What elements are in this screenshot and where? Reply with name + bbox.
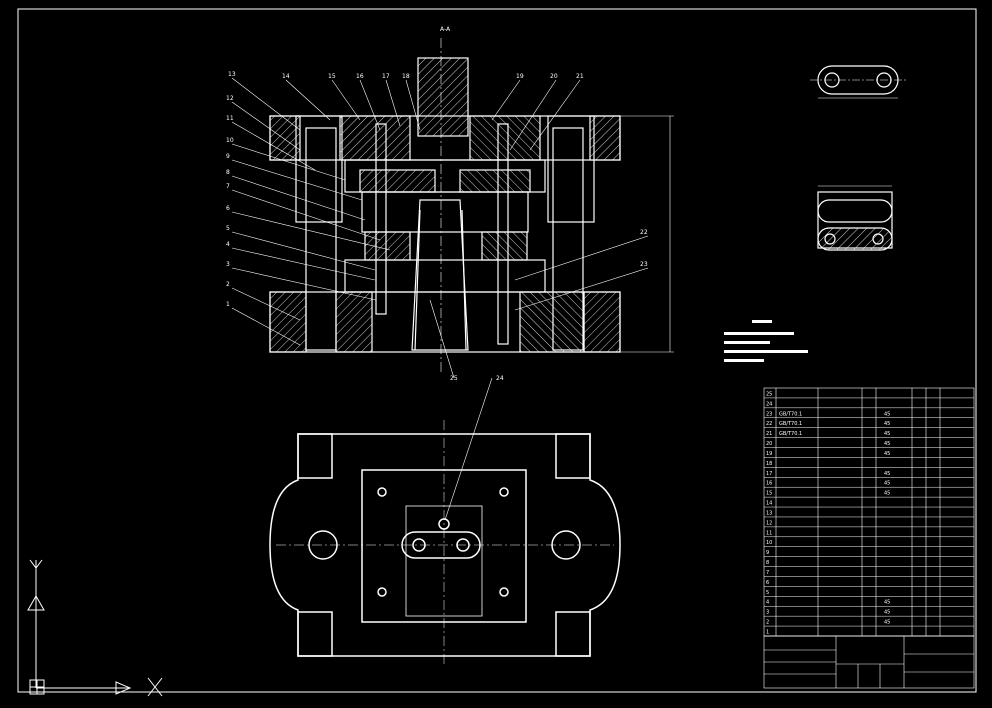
bom-cell-no: 9	[766, 550, 769, 556]
part-11: 11	[226, 115, 234, 122]
bom-cell-mat: 45	[884, 481, 890, 487]
part-25: 25	[450, 375, 458, 382]
part-22: 22	[640, 229, 648, 236]
part-18: 18	[402, 73, 410, 80]
part-23: 23	[640, 261, 648, 268]
part-7: 7	[226, 183, 230, 190]
bom-cell-mat: 45	[884, 411, 890, 417]
bom-cell-std: GB/T70.1	[779, 431, 802, 437]
bom-cell-no: 13	[766, 510, 772, 516]
title-block	[763, 635, 975, 689]
bom-cell-no: 5	[766, 590, 769, 596]
bom-cell-no: 16	[766, 481, 772, 487]
bom-cell-mat: 45	[884, 471, 890, 477]
part-2: 2	[226, 281, 230, 288]
bom-cell-no: 22	[766, 421, 772, 427]
bom-cell-no: 23	[766, 411, 772, 417]
part-17: 17	[382, 73, 390, 80]
part-24: 24	[496, 375, 504, 382]
bom-cell-no: 2	[766, 620, 769, 626]
bom-cell-std: GB/T70.1	[779, 411, 802, 417]
part-14: 14	[282, 73, 290, 80]
bom-cell-mat: 45	[884, 441, 890, 447]
bom-cell-mat: 45	[884, 421, 890, 427]
part-number-labels: 13 14 15 16 17 18 19 20 21 12 11 10 9 8 …	[226, 71, 648, 382]
bom-cell-mat: 45	[884, 491, 890, 497]
bom-cell-no: 17	[766, 471, 772, 477]
part-21: 21	[576, 73, 584, 80]
part-9: 9	[226, 153, 230, 160]
bom-cell-mat: 45	[884, 610, 890, 616]
part-4: 4	[226, 241, 230, 248]
part-8: 8	[226, 169, 230, 176]
part-20: 20	[550, 73, 558, 80]
bom-cell-no: 10	[766, 540, 772, 546]
section-label: A-A	[440, 26, 451, 33]
bom-cell-no: 25	[766, 391, 772, 397]
bom-cell-no: 14	[766, 501, 772, 507]
bom-cell-mat: 45	[884, 431, 890, 437]
bom-cell-std: GB/T70.1	[779, 421, 802, 427]
bom-cell-no: 8	[766, 560, 769, 566]
bom-cell-mat: 45	[884, 451, 890, 457]
part-15: 15	[328, 73, 336, 80]
part-16: 16	[356, 73, 364, 80]
bom-cell-no: 4	[766, 600, 769, 606]
bom-cell-no: 20	[766, 441, 772, 447]
ucs-origin-box[interactable]	[29, 679, 45, 695]
drawing-border	[17, 8, 977, 693]
bom-cell-mat: 45	[884, 600, 890, 606]
technical-notes	[724, 320, 808, 362]
bom-cell-no: 18	[766, 461, 772, 467]
part-6: 6	[226, 205, 230, 212]
part-13: 13	[228, 71, 236, 78]
bom-cell-mat: 45	[884, 620, 890, 626]
part-1: 1	[226, 301, 230, 308]
bom-cell-no: 3	[766, 610, 769, 616]
strip-detail	[817, 185, 893, 251]
bom-cell-no: 15	[766, 491, 772, 497]
bom-cell-no: 19	[766, 451, 772, 457]
bom-cell-no: 12	[766, 520, 772, 526]
part-detail-small	[810, 65, 906, 99]
bom-cell-no: 6	[766, 580, 769, 586]
bom-cell-no: 7	[766, 570, 769, 576]
ucs-icon	[27, 559, 163, 697]
part-leaders	[231, 77, 649, 521]
part-19: 19	[516, 73, 524, 80]
bom-cell-no: 11	[766, 530, 772, 536]
bom-cell-no: 1	[766, 630, 769, 636]
part-12: 12	[226, 95, 234, 102]
bom-table	[763, 387, 975, 637]
part-10: 10	[226, 137, 234, 144]
bom-cell-no: 21	[766, 431, 772, 437]
bom-cell-no: 24	[766, 401, 772, 407]
plan-view	[269, 420, 621, 666]
part-3: 3	[226, 261, 230, 268]
part-5: 5	[226, 225, 230, 232]
